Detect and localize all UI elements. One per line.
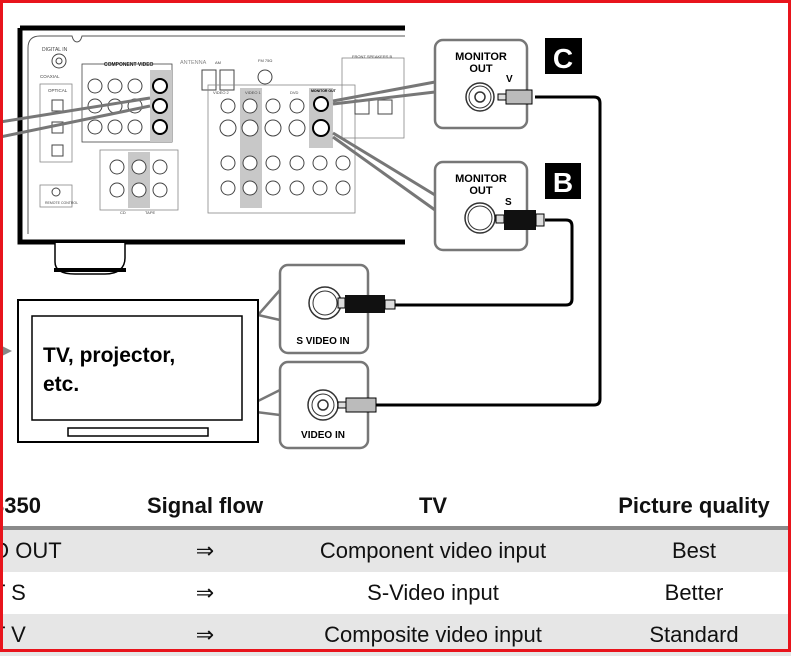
s-video-plug-b: [495, 210, 545, 230]
tape-label: TAPE: [145, 210, 155, 215]
receiver-rear-panel: DIGITAL IN COAXIAL OPTICAL REMOTE CONTRO…: [0, 25, 436, 275]
dvd-label: DVD: [290, 90, 299, 95]
arrow-icon: [2, 346, 12, 356]
am-label: AM: [215, 60, 221, 65]
video-in-label: VIDEO IN: [301, 430, 345, 441]
svg-text:MONITOR: MONITOR: [455, 51, 507, 63]
s-jack-label: S: [505, 197, 512, 208]
svg-text:MONITOR: MONITOR: [455, 173, 507, 185]
video1-label: VIDEO 1: [245, 90, 262, 95]
antenna-label: ANTENNA: [180, 60, 207, 66]
cables: [375, 95, 602, 407]
table-row: T S ⇒ S-Video input Better: [0, 580, 724, 605]
coaxial-label: COAXIAL: [40, 74, 60, 79]
fm-label: FM 75Ω: [258, 58, 272, 63]
v-jack-label: V: [506, 74, 513, 85]
svg-text:OUT: OUT: [469, 185, 493, 197]
tv-video-in-callout: VIDEO IN: [235, 360, 377, 450]
svg-text:OUT: OUT: [469, 63, 493, 75]
cd-label: CD: [120, 210, 126, 215]
badge-b: B: [553, 167, 573, 198]
table-row: O OUT ⇒ Component video input Best: [0, 530, 791, 572]
tv-text-line1: TV, projector,: [43, 344, 175, 367]
video2-label: VIDEO 2: [213, 90, 230, 95]
tv-illustration: TV, projector, etc.: [2, 299, 259, 443]
remote-control-label: REMOTE CONTROL: [45, 201, 78, 205]
tv-s-video-in-callout: S VIDEO IN: [255, 263, 396, 355]
badge-c: C: [553, 43, 573, 74]
optical-label: OPTICAL: [48, 88, 68, 93]
video-plug-c: [497, 89, 533, 105]
table-header: 3350 Signal flow TV Picture quality: [0, 484, 791, 530]
tv-text-line2: etc.: [43, 373, 79, 396]
digital-in-label: DIGITAL IN: [42, 47, 68, 53]
component-video-label: COMPONENT VIDEO: [104, 62, 154, 68]
front-speakers-b-label: FRONT SPEAKERS B: [352, 54, 392, 59]
connection-diagram: DIGITAL IN COAXIAL OPTICAL REMOTE CONTRO…: [0, 25, 602, 450]
callout-c-monitor-out-v: MONITOR OUT V C: [433, 38, 582, 130]
s-video-in-label: S VIDEO IN: [296, 336, 349, 347]
monitor-out-label: MONITOR OUT: [311, 89, 337, 93]
